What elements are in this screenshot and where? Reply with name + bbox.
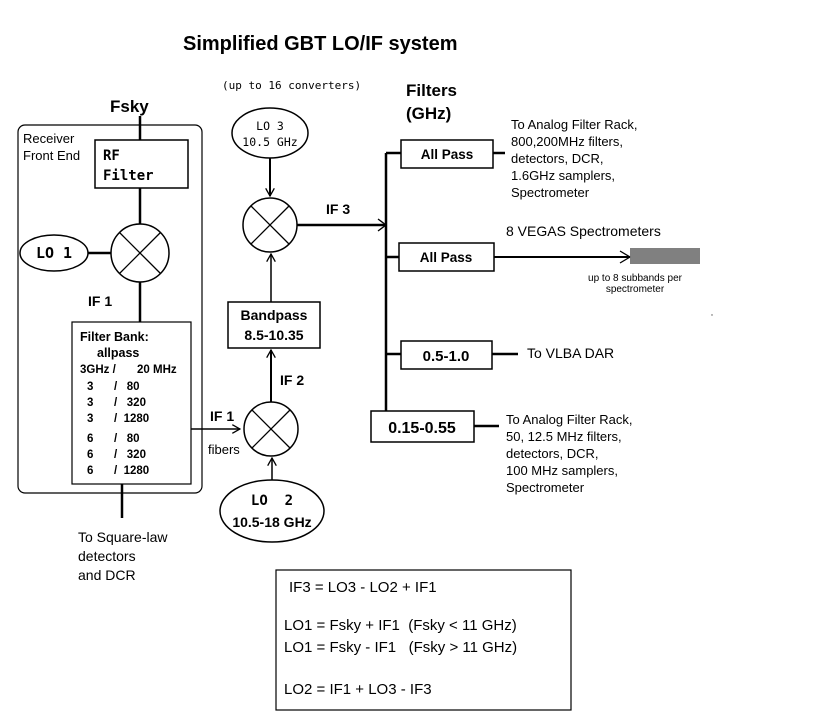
square-law-note-line1: To Square-law (78, 529, 168, 545)
mixer1-symbol (110, 223, 170, 283)
lo1-label: LO 1 (36, 244, 72, 262)
dest-analog-top-line5: Spectrometer (511, 185, 590, 200)
filter-bank-row-3-left: 3 (87, 397, 93, 409)
dest-analog-bottom-line5: Spectrometer (506, 480, 585, 495)
filter-bank-row-5-right: / 80 (114, 433, 140, 445)
filter-0.15-0.55-label: 0.15-0.55 (388, 420, 456, 437)
lo2-label-line1: LO 2 (251, 493, 293, 509)
subbands-note-line2: spectrometer (606, 284, 665, 295)
filters-heading-line1: Filters (406, 81, 457, 100)
bandpass-box (227, 301, 321, 349)
filter-bank-row-6-right: / 320 (114, 449, 146, 461)
lo2-label-line2: 10.5-18 GHz (232, 514, 311, 530)
lo3-label-line1: LO 3 (256, 119, 284, 133)
receiver-frontend-box (17, 124, 203, 494)
equation-if3: IF3 = LO3 - LO2 + IF1 (289, 579, 437, 596)
if1-label: IF 1 (88, 293, 112, 309)
fsky-label: Fsky (110, 97, 149, 116)
dest-analog-top-line2: 800,200MHz filters, (511, 134, 623, 149)
filter-0.5-1.0-label: 0.5-1.0 (423, 348, 470, 365)
rf-filter-box (94, 139, 189, 189)
filter-bank-row-5-left: 6 (87, 433, 93, 445)
converters-note: (up to 16 converters) (222, 79, 361, 92)
filter-bank-row-1-left: 3GHz / (80, 364, 117, 376)
rf-filter-label-line1: RF (103, 148, 120, 164)
lo2-ellipse (219, 479, 325, 543)
lo3-label-line2: 10.5 GHz (242, 135, 297, 149)
receiver-label-line1: Receiver (23, 131, 75, 146)
filter-bank-subtitle: allpass (97, 346, 139, 360)
bandpass-label-line2: 8.5-10.35 (244, 327, 303, 343)
dest-analog-bottom-line4: 100 MHz samplers, (506, 463, 618, 478)
filter-bank-row-4-left: 3 (87, 413, 93, 425)
filter-bank-box (71, 321, 192, 485)
filter-bank-row-7-right: / 1280 (114, 465, 149, 477)
filter-allpass-1-box (400, 139, 494, 169)
vegas-subband-lines (630, 248, 700, 264)
filter-allpass-1-label: All Pass (421, 147, 474, 162)
filter-bank-row-2-left: 3 (87, 381, 93, 393)
if3-label: IF 3 (326, 201, 350, 217)
mixer2-symbol (243, 401, 299, 457)
subbands-note-line1: up to 8 subbands per (588, 273, 683, 284)
equation-lo2: LO2 = IF1 + LO3 - IF3 (284, 681, 432, 698)
stray-dot (711, 314, 713, 316)
dest-analog-bottom-line3: detectors, DCR, (506, 446, 598, 461)
filter-bank-row-3-right: / 320 (114, 397, 146, 409)
filter-bank-row-2-right: / 80 (114, 381, 140, 393)
equation-lo1-high: LO1 = Fsky - IF1 (Fsky > 11 GHz) (284, 639, 517, 656)
dest-analog-top-line4: 1.6GHz samplers, (511, 168, 615, 183)
filter-0.5-1.0-box (400, 340, 493, 370)
receiver-label-line2: Front End (23, 148, 80, 163)
filter-bank-row-7-left: 6 (87, 465, 93, 477)
vlba-label: To VLBA DAR (527, 345, 614, 361)
if1-fibers-label-line1: IF 1 (210, 408, 234, 424)
dest-analog-bottom-line2: 50, 12.5 MHz filters, (506, 429, 622, 444)
dest-analog-bottom-line1: To Analog Filter Rack, (506, 412, 632, 427)
mixer3-symbol (242, 197, 298, 253)
rf-filter-label-line2: Filter (103, 168, 154, 184)
square-law-note-line2: detectors (78, 548, 136, 564)
filter-bank-row-6-left: 6 (87, 449, 93, 461)
diagram-title: Simplified GBT LO/IF system (183, 33, 458, 55)
dest-analog-top-line3: detectors, DCR, (511, 151, 603, 166)
filter-bank-row-1-right: 20 MHz (137, 364, 177, 376)
if1-fibers-label-line2: fibers (208, 442, 240, 457)
vegas-label: 8 VEGAS Spectrometers (506, 223, 661, 239)
lo3-ellipse (231, 107, 309, 159)
filter-bank-row-4-right: / 1280 (114, 413, 149, 425)
filter-bank-title: Filter Bank: (80, 330, 149, 344)
equations-box (275, 569, 572, 711)
equation-lo1-low: LO1 = Fsky + IF1 (Fsky < 11 GHz) (284, 617, 517, 634)
dest-analog-top-line1: To Analog Filter Rack, (511, 117, 637, 132)
square-law-note-line3: and DCR (78, 567, 136, 583)
if2-label: IF 2 (280, 372, 304, 388)
filter-allpass-2-label: All Pass (420, 250, 473, 265)
bandpass-label-line1: Bandpass (241, 307, 308, 323)
filters-heading-line2: (GHz) (406, 104, 451, 123)
